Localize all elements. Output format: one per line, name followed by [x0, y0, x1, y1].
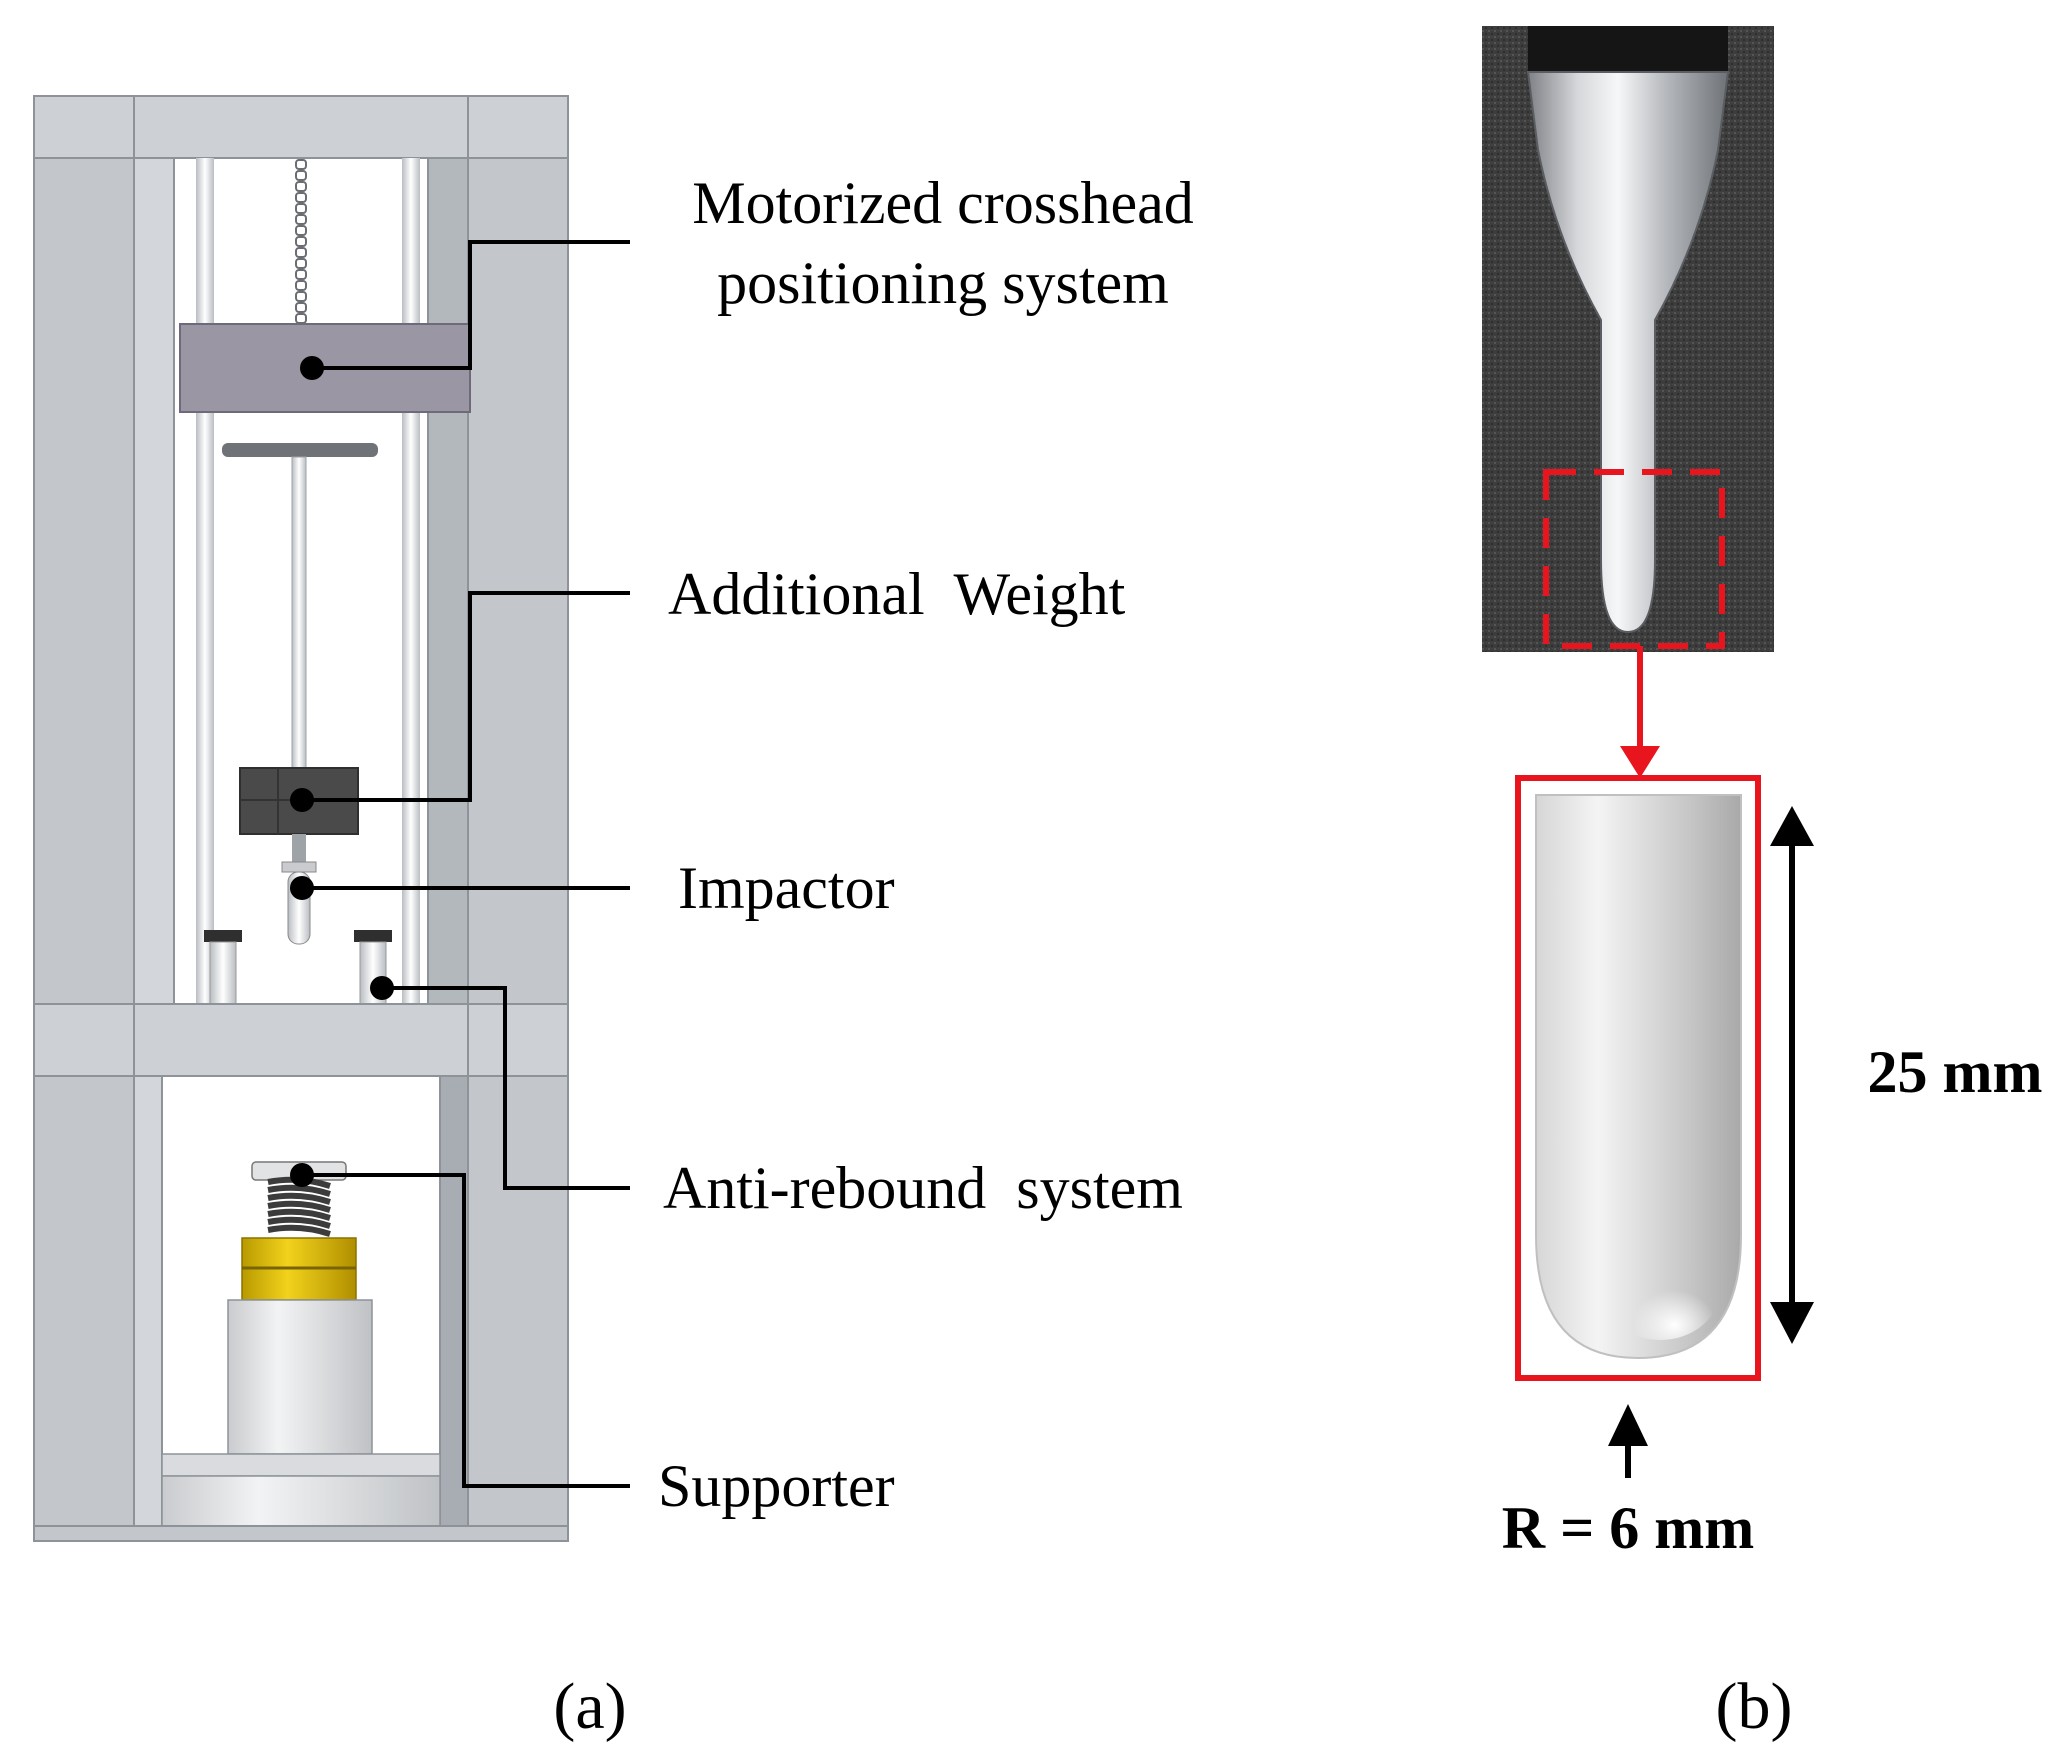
- label-anti-rebound: Anti-rebound system: [663, 1155, 1183, 1221]
- supporter-base: [161, 1453, 441, 1477]
- guide-rod-left: [196, 158, 214, 1004]
- impactor-tip-render: [1535, 794, 1742, 1360]
- frame-right-column: [467, 95, 569, 1542]
- supporter-cylinder: [227, 1299, 373, 1455]
- caption-b: (b): [1716, 1670, 1793, 1743]
- frame-bottom-beam: [33, 1525, 569, 1542]
- zoom-arrow: [1620, 646, 1660, 778]
- lift-chain: [295, 159, 307, 324]
- leader-lines: [302, 240, 630, 1488]
- frame-top-beam: [33, 95, 569, 159]
- leader-anti-rebound: [382, 986, 630, 1190]
- impactor-photo: [1482, 26, 1774, 652]
- guide-rod-right: [402, 158, 420, 1004]
- drop-rod: [291, 456, 307, 770]
- release-bar: [222, 443, 378, 457]
- radius-label: R = 6 mm: [1502, 1495, 1754, 1561]
- drop-tower-drawing: [33, 95, 569, 1542]
- frame-middle-beam: [33, 1003, 569, 1077]
- photo-tip-highlight: [1543, 469, 1725, 649]
- length-dimension-arrow: [1770, 806, 1814, 1344]
- label-impactor: Impactor: [678, 855, 895, 921]
- spring-coil: [267, 1176, 331, 1237]
- caption-a: (a): [553, 1670, 626, 1743]
- label-supporter: Supporter: [658, 1453, 895, 1519]
- label-crosshead-line1: Motorized crosshead: [692, 170, 1194, 236]
- label-additional-weight: Additional Weight: [668, 561, 1126, 627]
- leader-dots: [290, 356, 394, 1187]
- label-crosshead-line2: positioning system: [717, 250, 1169, 316]
- leader-crosshead: [312, 240, 630, 370]
- frame-left-column: [33, 95, 135, 1542]
- radius-arrow: [1608, 1404, 1648, 1478]
- leader-supporter: [302, 1173, 630, 1488]
- leader-weight: [302, 591, 630, 802]
- length-label: 25 mm: [1868, 1039, 2043, 1105]
